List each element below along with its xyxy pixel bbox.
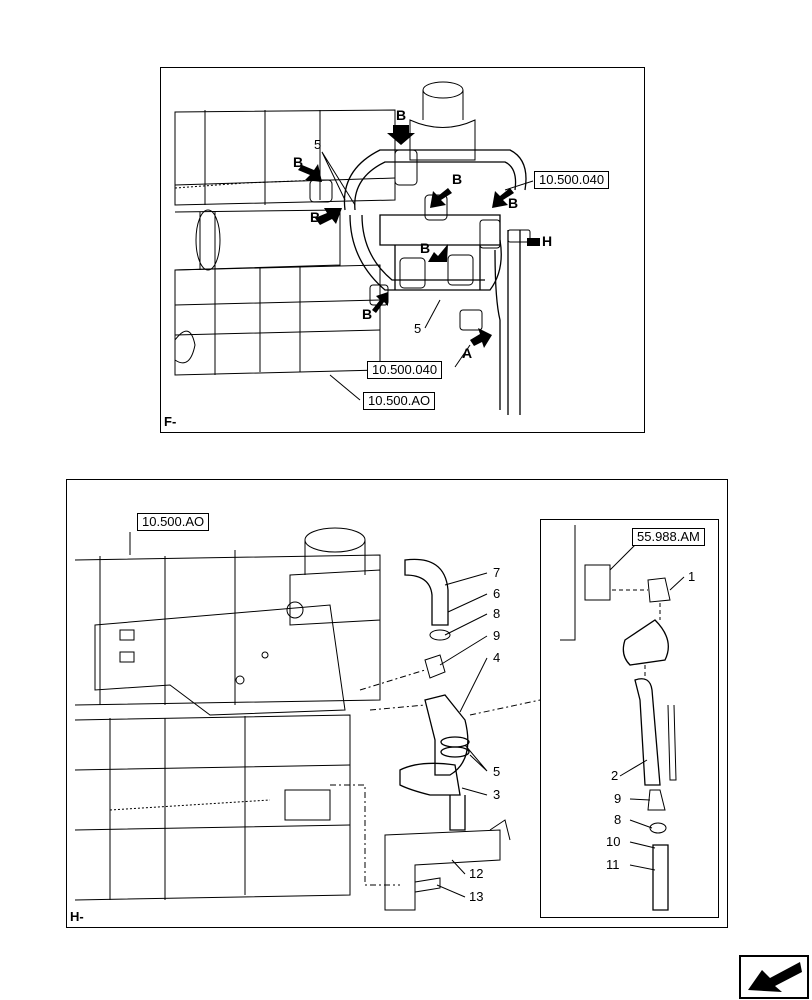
ref-box-lower-mid[interactable]: 10.500.040 — [367, 361, 443, 379]
callout-3: 3 — [493, 787, 501, 802]
detail-inset — [540, 519, 719, 918]
arrow-b7 — [372, 292, 388, 313]
panel-h-plate — [94, 604, 346, 716]
callout-five-lower: 5 — [414, 321, 422, 336]
panel-h-housing-upper — [74, 527, 381, 706]
panel-h-fitting-9 — [424, 654, 446, 679]
panel-h-clamp-8 — [429, 629, 451, 641]
letter-b-4: B — [310, 209, 321, 225]
callout-8: 8 — [493, 606, 501, 621]
ref-box-top-right[interactable]: 10.500.040 — [534, 171, 610, 189]
arrow-h — [527, 238, 540, 246]
letter-b-2: B — [293, 154, 304, 170]
arrow-a — [470, 328, 492, 348]
callout-4: 4 — [493, 650, 501, 665]
arrow-b3 — [430, 188, 452, 208]
letter-h: H — [542, 233, 553, 249]
panel-f-stack — [409, 81, 476, 161]
inset-callout-10: 10 — [606, 834, 621, 849]
arrow-b5 — [428, 244, 448, 262]
inset-assembly — [560, 525, 685, 911]
ref-box-bottom[interactable]: 10.500.AO — [363, 392, 436, 410]
callout-5: 5 — [493, 764, 501, 779]
panel-f-housing-upper — [174, 109, 396, 206]
letter-b-6: B — [508, 195, 519, 211]
callout-9: 9 — [493, 628, 501, 643]
callout-13: 13 — [469, 889, 484, 904]
inset-callout-9: 9 — [614, 791, 622, 806]
panel-f-harness — [174, 179, 321, 189]
inset-callout-11: 11 — [606, 857, 620, 872]
panel-f-cylinder — [174, 209, 341, 271]
callout-five-upper: 5 — [314, 137, 322, 152]
ref-box-inset[interactable]: 55.988.AM — [632, 528, 705, 546]
panel-h-leaders — [129, 532, 488, 898]
panel-h-bolt-13 — [414, 877, 441, 893]
callout-7: 7 — [493, 565, 501, 580]
panel-f-arrows — [298, 125, 540, 348]
panel-h-alignment-lines — [330, 669, 541, 886]
back-button[interactable] — [739, 955, 809, 999]
panel-f-clamps — [309, 149, 531, 331]
callout-6: 6 — [493, 586, 501, 601]
letter-a: A — [462, 345, 473, 361]
panel-h-hose-4 — [399, 694, 470, 831]
panel-h-hose-top — [404, 558, 449, 626]
letter-b-1: B — [396, 107, 407, 123]
panel-h-label: H- — [70, 909, 84, 924]
panel-h-housing-lower — [74, 714, 351, 901]
letter-b-7: B — [362, 306, 373, 322]
arrow-b1 — [387, 125, 415, 145]
letter-b-3: B — [452, 171, 463, 187]
arrow-b4 — [315, 208, 342, 225]
ref-box-h-top-left[interactable]: 10.500.AO — [137, 513, 210, 531]
inset-callout-2: 2 — [611, 768, 619, 783]
panel-h — [66, 479, 728, 928]
inset-callout-1: 1 — [688, 569, 696, 584]
letter-b-5: B — [420, 240, 431, 256]
panel-f-housing-lower — [174, 264, 381, 376]
arrow-b2 — [298, 164, 322, 182]
inset-callout-8: 8 — [614, 812, 622, 827]
panel-f-leaders — [321, 151, 534, 401]
arrow-b6 — [492, 188, 514, 208]
panel-h-bracket-12 — [384, 819, 511, 911]
callout-12: 12 — [469, 866, 484, 881]
panel-f-label: F- — [164, 414, 177, 429]
nav-arrow-shape — [748, 962, 802, 992]
